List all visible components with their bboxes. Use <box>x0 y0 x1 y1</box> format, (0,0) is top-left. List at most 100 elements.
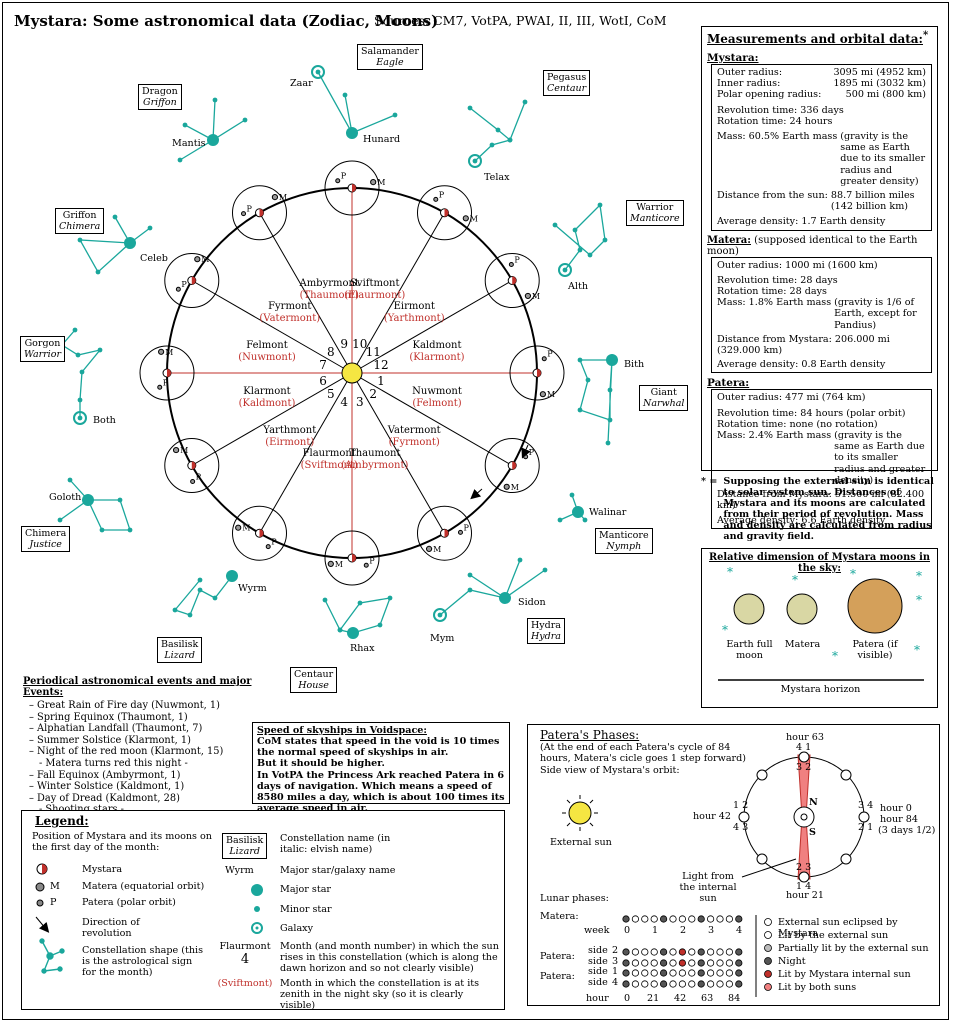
constellation-shape <box>59 479 131 531</box>
month-position-circle <box>484 253 540 308</box>
patera-position <box>265 544 271 550</box>
major-star <box>226 570 238 582</box>
earth-moon-label: Earth full moon <box>726 639 773 662</box>
legend-wyrm: Wyrm <box>225 865 254 876</box>
month-spoke <box>351 372 513 466</box>
patera-position <box>190 478 196 484</box>
matera-heading: Matera: (supposed identical to the Earth… <box>707 234 918 257</box>
minor-star <box>117 497 123 503</box>
hour-0: 0 <box>624 993 631 1004</box>
patera-p-label: P <box>196 472 202 481</box>
legend-patera-label: Patera (polar orbit) <box>82 897 176 908</box>
month-position-circle <box>484 438 540 493</box>
minor-star <box>212 595 218 601</box>
phases-subtitle: (At the end of each Patera's cycle of 84… <box>540 742 747 765</box>
major-star <box>124 237 136 249</box>
hour21-label: hour 21 <box>786 890 824 901</box>
month-spoke <box>259 372 353 534</box>
events-title: Periodical astronomical events and major… <box>23 676 252 698</box>
minor-star <box>387 595 393 601</box>
svg-text:*: * <box>914 643 920 657</box>
phase-dot <box>716 948 724 956</box>
matera-m-label: M <box>377 178 385 187</box>
constellation-shape <box>554 203 606 271</box>
patera-p-label: P <box>181 280 187 289</box>
patera-heading: Patera: <box>707 377 750 390</box>
month-zenith: (Eirmont) <box>265 437 314 448</box>
minor-star <box>607 417 613 423</box>
legend-intro: Position of Mystara and its moons on the… <box>32 831 212 854</box>
minor-star <box>585 377 591 383</box>
month-position-circle <box>139 345 195 401</box>
minor-star <box>67 477 73 483</box>
month-name: Vatermont <box>387 425 441 436</box>
galaxy-name-alth: Alth <box>568 281 589 292</box>
patera-p-label: P <box>529 448 535 457</box>
mystara-lit-side <box>512 461 517 470</box>
south-label: S <box>809 827 816 838</box>
patera-position <box>523 454 529 460</box>
key-icon <box>764 944 772 952</box>
legend-major-star-icon <box>251 884 263 896</box>
mystara-lit-side <box>444 208 449 217</box>
month-spoke <box>351 372 445 534</box>
month-name: Thaumont <box>349 448 400 459</box>
side-num-3: 3 <box>612 956 619 967</box>
minor-star <box>182 122 188 128</box>
week-2: 2 <box>680 925 687 936</box>
month-number: 6 <box>319 374 327 388</box>
phase-dot <box>631 948 640 956</box>
phase-dot <box>631 969 640 977</box>
mystara-lit-side <box>444 529 449 538</box>
phase-dot <box>697 959 705 967</box>
phase-dot <box>688 915 696 923</box>
minor-star <box>582 517 588 523</box>
light-label: Light from the internal sun <box>679 871 737 905</box>
legend-shape-label: Constellation shape (this is the astrolo… <box>82 945 203 979</box>
phase-dot <box>650 948 658 956</box>
legend-patera-icon <box>36 899 44 907</box>
major-star <box>82 494 94 506</box>
speed-text-1: CoM states that speed in the void is 10 … <box>257 736 500 759</box>
key-partial: Partially lit by the external sun <box>778 943 929 954</box>
phase-dot <box>707 915 715 923</box>
week-0: 0 <box>624 925 631 936</box>
legend-title: Legend: <box>35 814 89 828</box>
month-zenith: (Felmont) <box>412 398 461 409</box>
matera-m-label: M <box>201 255 209 264</box>
matera-m-label: M <box>433 545 441 554</box>
minor-star <box>605 440 611 446</box>
revolution-arrow-1 <box>521 444 531 459</box>
speed-text-2: But it should be higher. <box>257 758 385 770</box>
star-name-sidon: Sidon <box>518 597 546 608</box>
minor-star <box>577 357 583 363</box>
event-item: – Fall Equinox (Ambyrmont, 1) <box>29 769 181 781</box>
galaxy-name-telax: Telax <box>484 172 510 183</box>
month-number: 12 <box>373 358 388 372</box>
matera-m-label: M <box>180 446 188 455</box>
month-position-circle <box>164 438 220 493</box>
month-name: Fyrmont <box>268 301 311 312</box>
month-position-circle <box>164 253 220 308</box>
svg-text:*: * <box>722 623 728 637</box>
sky-stars: **** **** <box>722 565 922 663</box>
phase-dot <box>725 915 733 923</box>
phase-dot <box>716 959 724 967</box>
minor-star <box>112 214 118 220</box>
phase-dot <box>735 980 743 988</box>
minor-star <box>377 622 383 628</box>
phase-dot <box>716 915 724 923</box>
star-name-rhax: Rhax <box>350 643 375 654</box>
month-name: Sviftmont <box>350 278 399 289</box>
phase-dot <box>707 948 715 956</box>
orbit-num-left: 1 2 <box>733 800 749 811</box>
minor-star <box>542 567 548 573</box>
week-3: 3 <box>708 925 715 936</box>
matera-position <box>524 292 532 300</box>
phase-dot <box>697 969 705 977</box>
minor-star <box>197 577 203 583</box>
